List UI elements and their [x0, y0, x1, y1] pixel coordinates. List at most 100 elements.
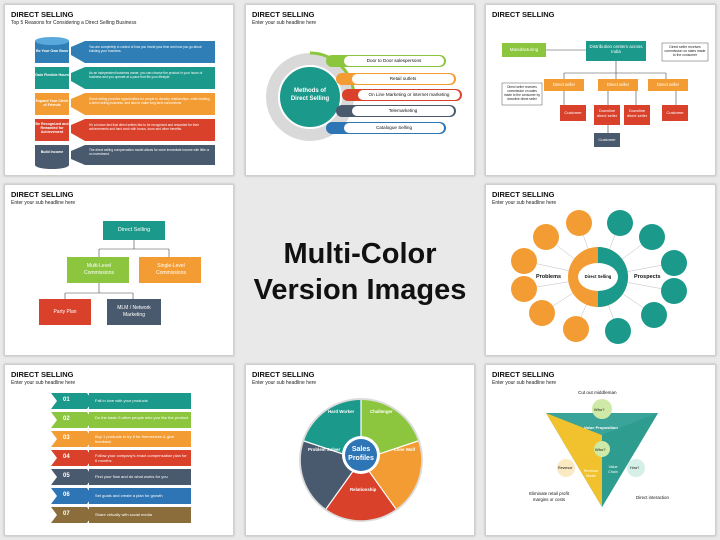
triangle-label: Direct interaction [636, 495, 669, 500]
step-text: Find your flow and do what works for you [95, 474, 168, 479]
chart-box: Distribution centers across India [589, 44, 643, 54]
tree-node: Party Plan [53, 309, 77, 315]
method-item: Catalogue Selling [375, 125, 412, 130]
slide-subtitle: Enter your sub headline here [11, 200, 76, 206]
prospects-label: Prospects [634, 274, 661, 280]
slide-thumbnail-3[interactable]: DIRECT SELLING Manufacturing Distributio… [485, 4, 716, 176]
reason-label: Gain Flexible Hours [35, 73, 69, 77]
cylinder-stack [35, 37, 69, 169]
slide-title: DIRECT SELLING [492, 190, 555, 199]
page-title: Multi-Color Version Images [238, 236, 482, 308]
slide-title: DIRECT SELLING [492, 10, 555, 19]
wheel-segment: Hard Worker [328, 409, 355, 414]
wheel-segment: Challenger [370, 409, 393, 414]
reason-text: Direct selling provides opportunities fo… [89, 97, 210, 105]
diagram-center: Direct Selling [584, 274, 612, 279]
slide-title: DIRECT SELLING [11, 370, 74, 379]
wheel-center: Sales Profiles [348, 446, 374, 462]
slide-subtitle: Enter your sub headline here [492, 380, 557, 386]
commission-tree [39, 221, 201, 325]
reason-label: Be Your Own Boss [35, 49, 69, 53]
tree-node: Single-Level Commissions [155, 263, 186, 276]
triangle-label: How? [630, 466, 640, 470]
chart-box: Downline direct seller [596, 108, 618, 118]
reason-arrows [71, 41, 215, 165]
triangle-label: Who? [595, 447, 606, 452]
sales-profiles-wheel [299, 398, 423, 522]
chart-note: Direct seller receives commission on sal… [664, 45, 706, 57]
slide-thumbnail-1[interactable]: DIRECT SELLING Top 5 Reasons for Conside… [4, 4, 234, 176]
slide-thumbnail-7[interactable]: DIRECT SELLING Enter your sub headline h… [245, 364, 475, 536]
step-number: 05 [63, 473, 70, 479]
slide-thumbnail-5[interactable]: DIRECT SELLING Enter your sub headline h… [485, 184, 716, 356]
slide-subtitle: Top 5 Reasons for Considering a Direct S… [11, 20, 137, 26]
slide-thumbnail-6[interactable]: DIRECT SELLING Enter your sub headline h… [4, 364, 234, 536]
step-text: Set goals and create a plan for growth [95, 493, 163, 498]
tree-node: Multi-Level Commissions [83, 263, 114, 276]
step-number: 01 [63, 397, 70, 403]
method-item: Telemarketing [388, 108, 418, 113]
step-number: 07 [63, 511, 70, 517]
slide-title: DIRECT SELLING [252, 370, 315, 379]
tree-node: MLM / Network Marketing [117, 305, 151, 318]
chart-box: Direct seller [656, 82, 680, 87]
chart-note: Direct seller receives commission on sal… [504, 85, 540, 101]
triangle-label: Who? [594, 407, 605, 412]
reason-label: Expand Your Circle of Friends [35, 99, 69, 107]
chart-box: Direct seller [552, 82, 576, 87]
slide-subtitle: Enter your sub headline here [492, 200, 557, 206]
slide-thumbnail-2[interactable]: DIRECT SELLING Enter your sub headline h… [245, 4, 475, 176]
slide-subtitle: Enter your sub headline here [252, 380, 317, 386]
slide-title: DIRECT SELLING [252, 10, 315, 19]
triangle-label: Value Proposition [584, 425, 618, 430]
slide-title: DIRECT SELLING [11, 10, 74, 19]
problems-prospects-diagram [511, 210, 687, 344]
triangle-label: Revenue [558, 466, 573, 470]
step-text: Follow your company's exact compensation… [95, 453, 187, 463]
method-item: Door to Door salespersons [366, 58, 422, 63]
triangle-label: Revenue Model [583, 469, 599, 478]
title-line-1: Multi-Color [283, 238, 437, 270]
triangle-label: Cut out middleman [578, 390, 617, 395]
step-number: 04 [63, 454, 70, 460]
tree-node: Direct Selling [117, 227, 151, 233]
steps-list [51, 393, 191, 523]
methods-center: Methods of Direct Selling [290, 88, 330, 102]
title-line-2: Version Images [253, 274, 467, 306]
step-number: 03 [63, 435, 70, 441]
wheel-segment: Lone Wolf [394, 447, 416, 452]
chart-box: Customer [666, 110, 684, 115]
wheel-segment: Problem Solver [308, 447, 341, 452]
value-triangle [546, 399, 658, 507]
triangle-label: Value Chain [608, 465, 618, 474]
reason-label: Be Recognized and Rewarded for Achieveme… [35, 122, 69, 134]
reason-text: You are completely in control of how you… [89, 45, 202, 53]
reason-text: It's a known fact that direct sellers li… [89, 123, 199, 131]
slide-title: DIRECT SELLING [11, 190, 74, 199]
chart-box: Customer [598, 137, 616, 142]
step-text: Fall in love with your products [95, 398, 148, 403]
slide-thumbnail-8[interactable]: DIRECT SELLING Enter your sub headline h… [485, 364, 716, 536]
chart-box: Downline direct seller [626, 108, 648, 118]
step-text: Buy 1 products to try it for themselves … [95, 434, 175, 444]
step-number: 06 [63, 492, 70, 498]
chart-box: Customer [564, 110, 582, 115]
distribution-chart [501, 41, 709, 147]
step-number: 02 [63, 416, 70, 422]
slide-title: DIRECT SELLING [492, 370, 555, 379]
slide-thumbnail-4[interactable]: DIRECT SELLING Enter your sub headline h… [4, 184, 234, 356]
triangle-label: Eliminate retail profit margins or costs [529, 491, 569, 502]
slide-subtitle: Enter your sub headline here [11, 380, 76, 386]
reason-text: The direct selling compensation model al… [89, 148, 210, 156]
slide-subtitle: Enter your sub headline here [252, 20, 317, 26]
wheel-segment: Relationship [350, 487, 377, 492]
problems-label: Problems [536, 274, 562, 280]
reasons-diagram [35, 37, 215, 169]
method-item: Retail outlets [389, 76, 417, 81]
step-text: Share virtually with social media [95, 512, 152, 517]
step-text: Do the basic 5 other people who you like… [95, 415, 189, 420]
reason-text: As an independent business owner, you ca… [89, 71, 203, 79]
chart-box: Direct seller [606, 82, 630, 87]
chart-box: Manufacturing [509, 47, 539, 52]
method-item: On Line Marketing or internet marketing [368, 92, 450, 97]
